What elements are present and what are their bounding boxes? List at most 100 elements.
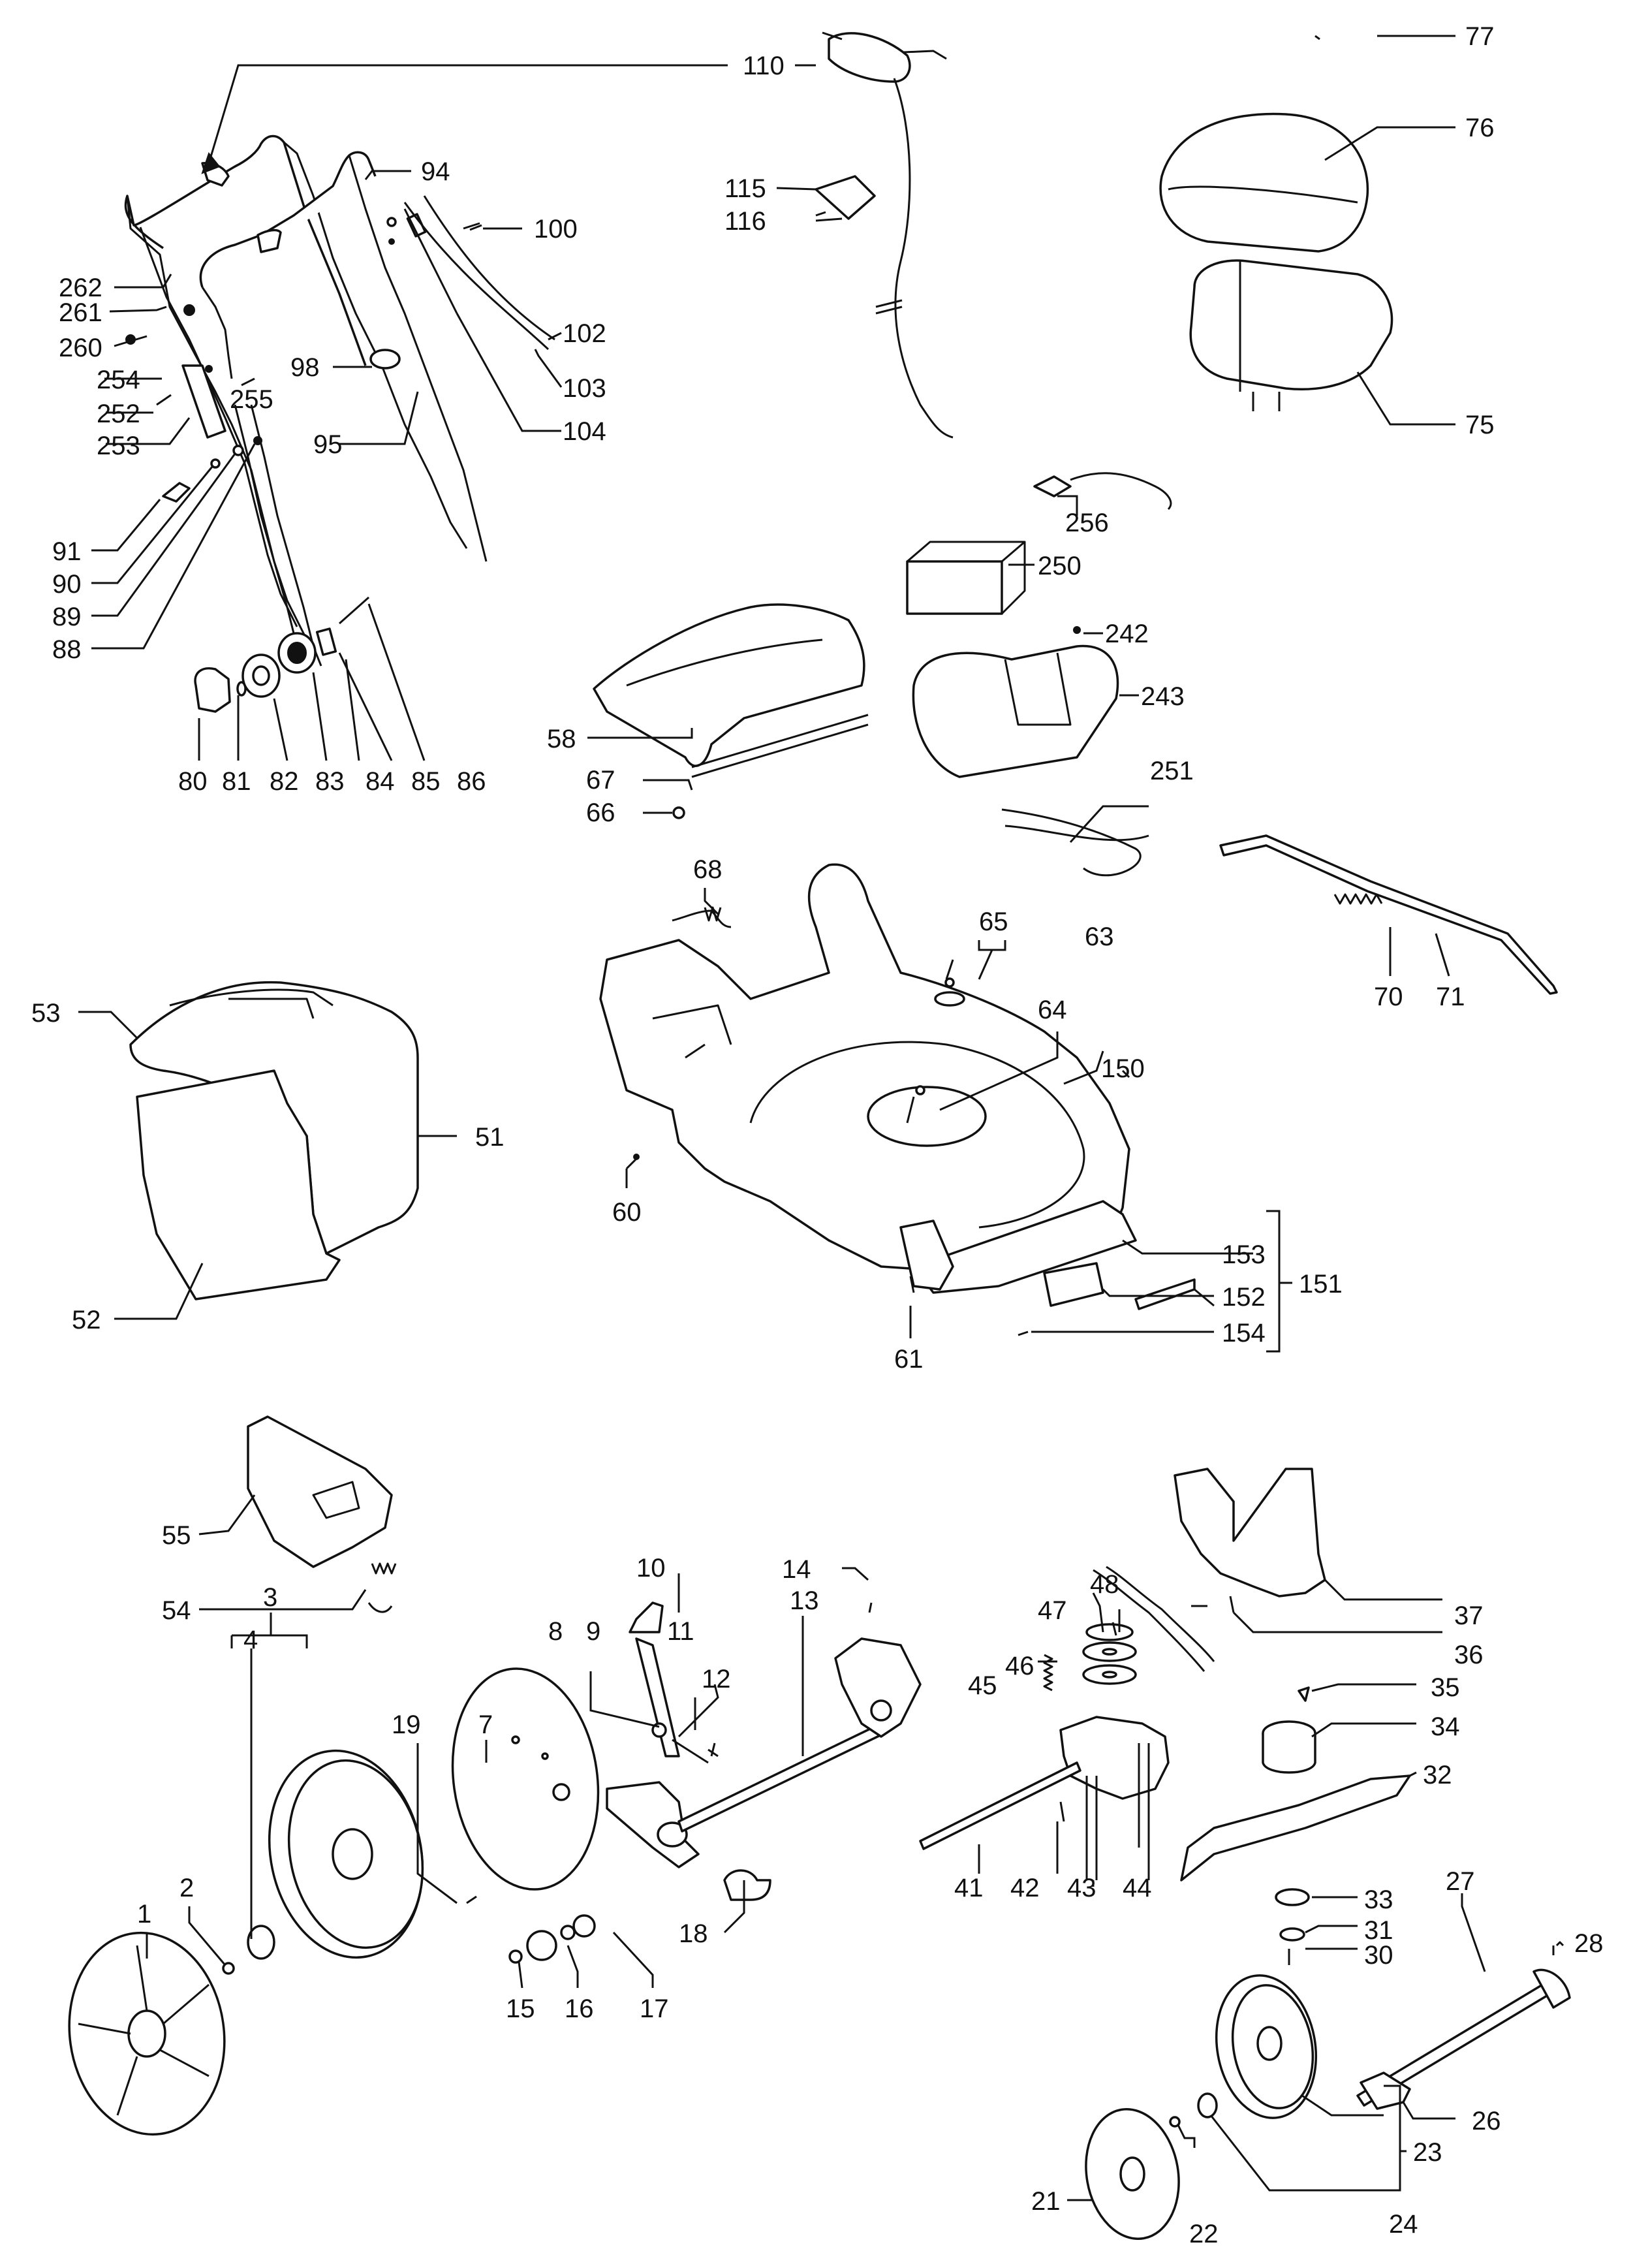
label-19: 19 xyxy=(392,1710,421,1739)
label-63: 63 xyxy=(1085,922,1114,951)
label-104: 104 xyxy=(563,417,606,446)
label-255: 255 xyxy=(230,385,273,414)
label-88: 88 xyxy=(52,635,82,664)
mulch-plug xyxy=(247,1415,397,1613)
label-21: 21 xyxy=(1031,2187,1061,2216)
label-100: 100 xyxy=(534,215,578,244)
label-4: 4 xyxy=(243,1626,258,1654)
label-243: 243 xyxy=(1141,682,1185,711)
label-94: 94 xyxy=(421,157,450,186)
grass-bag xyxy=(129,981,419,1300)
label-67: 67 xyxy=(586,766,615,795)
label-32: 32 xyxy=(1423,1761,1452,1789)
engine xyxy=(1159,35,1393,411)
label-30: 30 xyxy=(1364,1941,1393,1970)
label-254: 254 xyxy=(97,366,140,394)
label-153: 153 xyxy=(1222,1240,1266,1269)
label-256: 256 xyxy=(1065,509,1109,537)
label-54: 54 xyxy=(162,1596,191,1625)
label-150: 150 xyxy=(1101,1054,1145,1083)
label-9: 9 xyxy=(586,1617,600,1646)
label-42: 42 xyxy=(1010,1874,1040,1902)
label-102: 102 xyxy=(563,319,606,348)
label-27: 27 xyxy=(1446,1867,1475,1896)
label-86: 86 xyxy=(457,767,486,796)
label-260: 260 xyxy=(59,334,102,362)
label-18: 18 xyxy=(679,1919,708,1948)
blade-assembly xyxy=(1180,1720,1411,1965)
label-115: 115 xyxy=(724,174,766,203)
label-70: 70 xyxy=(1374,983,1403,1011)
label-14: 14 xyxy=(782,1555,811,1584)
label-12: 12 xyxy=(702,1665,731,1693)
label-76: 76 xyxy=(1465,114,1495,142)
label-53: 53 xyxy=(31,999,61,1028)
label-242: 242 xyxy=(1105,620,1149,648)
label-43: 43 xyxy=(1067,1874,1096,1902)
label-45: 45 xyxy=(968,1671,997,1700)
label-154: 154 xyxy=(1222,1319,1266,1347)
label-90: 90 xyxy=(52,570,82,599)
rear-flap xyxy=(593,603,869,819)
label-250: 250 xyxy=(1038,552,1081,580)
rear-axle xyxy=(1356,1941,1571,2110)
label-44: 44 xyxy=(1123,1874,1152,1902)
label-98: 98 xyxy=(290,353,320,382)
label-10: 10 xyxy=(636,1554,666,1583)
label-110: 110 xyxy=(743,52,785,80)
label-2: 2 xyxy=(179,1874,194,1902)
label-8: 8 xyxy=(548,1617,563,1646)
label-11: 11 xyxy=(667,1617,694,1646)
label-41: 41 xyxy=(954,1874,984,1902)
label-33: 33 xyxy=(1364,1885,1393,1914)
label-75: 75 xyxy=(1465,411,1495,439)
label-89: 89 xyxy=(52,603,82,631)
label-80: 80 xyxy=(178,767,208,796)
label-7: 7 xyxy=(478,1710,493,1739)
label-3: 3 xyxy=(263,1583,277,1612)
label-1: 1 xyxy=(137,1900,151,1929)
label-34: 34 xyxy=(1431,1712,1460,1741)
electrical-parts xyxy=(906,472,1172,877)
height-lever xyxy=(1219,834,1558,995)
engine-control xyxy=(815,31,954,439)
rear-wheel-left xyxy=(68,1749,424,2136)
label-64: 64 xyxy=(1038,996,1067,1024)
label-26: 26 xyxy=(1472,2107,1501,2135)
label-48: 48 xyxy=(1090,1570,1119,1599)
label-37: 37 xyxy=(1454,1601,1484,1630)
label-15: 15 xyxy=(506,1994,535,2023)
label-253: 253 xyxy=(97,432,140,460)
label-152: 152 xyxy=(1222,1283,1266,1312)
label-52: 52 xyxy=(72,1306,101,1334)
label-24: 24 xyxy=(1389,2210,1418,2239)
part-labels: 110 77 76 75 94 100 115 116 262 261 260 … xyxy=(31,22,1604,2248)
label-83: 83 xyxy=(315,767,345,796)
front-axle-assembly xyxy=(606,1601,922,1901)
label-261: 261 xyxy=(59,298,102,327)
label-95: 95 xyxy=(313,430,343,459)
label-28: 28 xyxy=(1574,1929,1604,1958)
label-65: 65 xyxy=(979,907,1008,936)
label-71: 71 xyxy=(1436,983,1465,1011)
label-22: 22 xyxy=(1189,2220,1219,2248)
label-46: 46 xyxy=(1005,1652,1034,1680)
label-23: 23 xyxy=(1413,2138,1442,2167)
label-77: 77 xyxy=(1465,22,1495,51)
label-58: 58 xyxy=(547,725,576,753)
label-60: 60 xyxy=(612,1198,642,1227)
label-103: 103 xyxy=(563,374,606,403)
handle-assembly xyxy=(124,134,555,713)
label-91: 91 xyxy=(52,537,82,566)
label-36: 36 xyxy=(1454,1641,1484,1669)
leader-lines xyxy=(78,35,1555,2201)
label-82: 82 xyxy=(270,767,299,796)
label-85: 85 xyxy=(411,767,441,796)
label-252: 252 xyxy=(97,400,140,428)
label-31: 31 xyxy=(1364,1916,1393,1945)
label-55: 55 xyxy=(162,1521,191,1550)
drive-cover xyxy=(451,1667,600,1964)
label-66: 66 xyxy=(586,798,615,827)
label-51: 51 xyxy=(475,1123,505,1152)
